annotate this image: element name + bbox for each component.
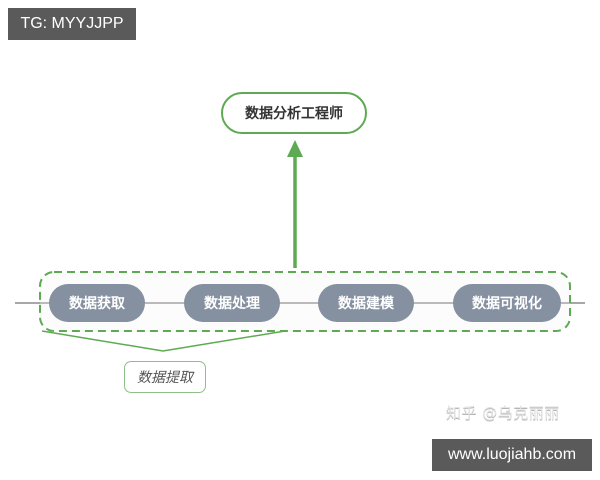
stage-node-modeling[interactable]: 数据建模 bbox=[318, 284, 414, 322]
watermark-url-badge: www.luojiahb.com bbox=[432, 439, 592, 471]
stage-node-processing[interactable]: 数据处理 bbox=[184, 284, 280, 322]
zhihu-watermark: 知乎 @乌克丽丽 bbox=[446, 404, 560, 422]
goal-node[interactable]: 数据分析工程师 bbox=[221, 92, 367, 134]
group-label: 数据提取 bbox=[124, 361, 206, 393]
brace-lines bbox=[41, 330, 286, 352]
arrow-up-icon bbox=[287, 140, 303, 157]
stage-node-acquisition[interactable]: 数据获取 bbox=[49, 284, 145, 322]
watermark-tg-badge: TG: MYYJJPP bbox=[8, 8, 136, 40]
dashed-group-border bbox=[39, 271, 571, 332]
stage-node-visualization[interactable]: 数据可视化 bbox=[453, 284, 561, 322]
